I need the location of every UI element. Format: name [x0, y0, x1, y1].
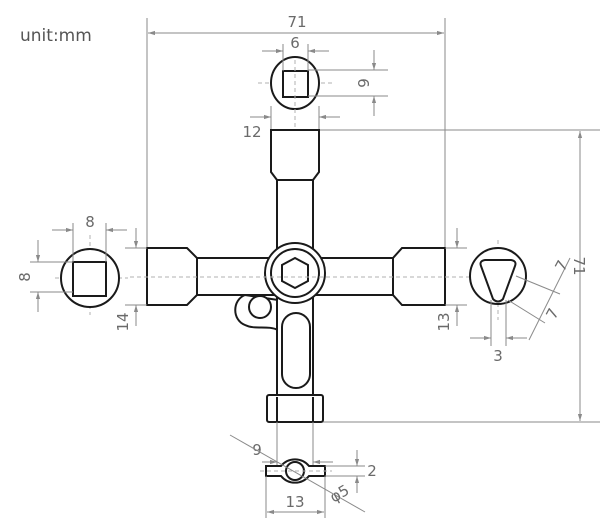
left-socket-height-label: 14: [114, 312, 132, 331]
overall-width-label: 71: [287, 13, 306, 31]
right-socket-height-label: 13: [435, 312, 453, 331]
top-socket-width-dimension: 12: [242, 106, 340, 141]
left-square-height-label: 8: [16, 272, 34, 282]
left-square-width-label: 8: [85, 213, 95, 231]
bottom-ear-thickness-label: 2: [367, 462, 377, 480]
triangle-tip-label: 3: [493, 347, 503, 365]
left-socket-height-dimension: 14: [114, 228, 147, 332]
top-square-end-view: 6 6: [258, 34, 388, 420]
unit-label: unit:mm: [20, 26, 92, 46]
right-socket-height-dimension: 13: [435, 228, 467, 332]
key-body: [130, 129, 470, 423]
bottom-end-view: 2 φ5 13: [229, 434, 377, 518]
bottom-ear-width-label: 13: [285, 493, 304, 511]
left-square-end-view: 8 8: [16, 213, 128, 315]
overall-height-dimension: 71: [320, 129, 600, 423]
overall-height-label: 71: [570, 256, 588, 275]
right-triangle-end-view: 3 7 7: [469, 240, 572, 365]
top-socket-width-label: 12: [242, 123, 261, 141]
triangle-side-b-label: 7: [542, 305, 562, 322]
top-square-width-label: 6: [290, 34, 300, 52]
overall-width-dimension: 71: [146, 13, 446, 248]
top-square-height-label: 6: [354, 78, 372, 88]
